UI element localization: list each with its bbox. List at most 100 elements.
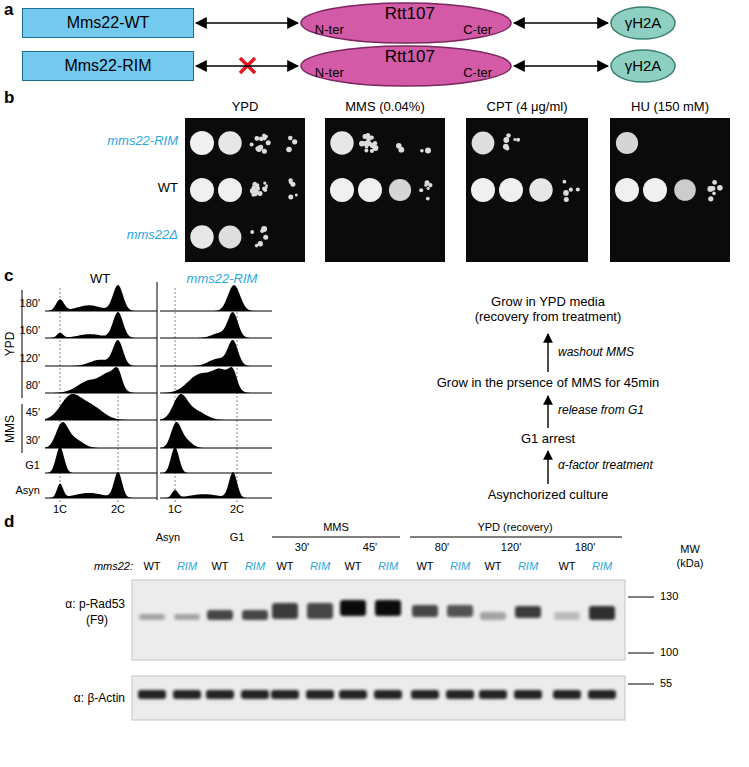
treatment-header: HU (150 mM) (631, 100, 709, 115)
protein-ellipse: N-terRtt107C-ter (300, 2, 512, 44)
condition-label: YPD (recovery) (477, 521, 552, 534)
node-text: γH2A (625, 15, 662, 32)
lane-label: WT (211, 560, 228, 573)
histogram-baseline (160, 338, 272, 339)
condition-label: YPD (4, 332, 18, 357)
protein-box: Mms22-RIM (22, 51, 194, 81)
histogram-baseline (160, 448, 272, 449)
rad53-band (515, 606, 541, 618)
step-arrow (547, 396, 548, 428)
yeast-colony (255, 146, 259, 150)
yeast-spot (499, 178, 523, 202)
yeast-colony (366, 133, 370, 137)
histogram (160, 472, 272, 498)
lane-label: RIM (378, 560, 398, 573)
interaction-arrow (514, 65, 608, 67)
rad53-band (207, 610, 233, 620)
actin-band (411, 690, 439, 699)
cross-stroke (240, 58, 255, 73)
ellipse-shape (611, 50, 675, 82)
histogram (160, 394, 272, 420)
histogram (45, 394, 157, 420)
histogram (160, 312, 272, 338)
yeast-colony (262, 187, 266, 191)
protocol-step: α-factor treatment (558, 459, 653, 473)
histogram (160, 285, 272, 311)
node-text: Mms22-RIM (64, 57, 151, 75)
yeast-spot (529, 178, 552, 201)
condition-label: MMS (4, 415, 18, 443)
plate-image (185, 118, 305, 262)
panel-letter: a (4, 0, 13, 20)
node-text: C-ter (463, 23, 492, 37)
panel-letter: d (4, 512, 14, 532)
histogram-baseline (45, 473, 157, 474)
yeast-colony (295, 194, 298, 197)
protocol-step: washout MMS (558, 346, 634, 360)
lane-label: WT (344, 560, 361, 573)
protocol-step: release from G1 (558, 404, 644, 418)
yeast-spot (218, 178, 242, 202)
condition-label: G1 (230, 531, 245, 544)
timepoint-label: 180' (575, 541, 595, 554)
timepoint-label: 120' (20, 352, 40, 365)
histogram-baseline (160, 420, 272, 421)
interaction-arrow (514, 22, 608, 24)
condition-line (410, 537, 622, 538)
yeast-colony (250, 143, 254, 147)
yeast-spot (190, 131, 214, 155)
actin-band (306, 690, 334, 699)
yeast-spot (472, 132, 495, 155)
rad53-band (554, 612, 580, 620)
rad53-band (272, 603, 298, 619)
histogram (45, 447, 157, 473)
cross-stroke (240, 58, 255, 73)
lane-label: WT (558, 560, 575, 573)
actin-band (206, 690, 234, 699)
yeast-colony (425, 148, 431, 154)
yeast-colony (712, 180, 717, 185)
node-text: Mms22-WT (67, 14, 150, 32)
blot-membrane (132, 580, 625, 660)
ellipse-shape (611, 7, 675, 39)
ellipse-shape (301, 3, 511, 43)
treatment-header: CPT (4 μg/ml) (487, 100, 568, 115)
protocol-step: Grow in YPD media (recovery from treatme… (463, 295, 633, 325)
actin-band (374, 690, 402, 699)
histogram-baseline (45, 420, 157, 421)
marker-tick (628, 653, 654, 654)
yeast-colony (253, 182, 257, 186)
yeast-colony (711, 186, 716, 191)
timepoint-label: 120' (501, 541, 521, 554)
yeast-spot (615, 178, 639, 202)
yeast-colony (366, 143, 369, 146)
protein-box: Mms22-WT (22, 8, 194, 38)
timepoint-label: 80' (435, 541, 449, 554)
panel-letter: c (4, 266, 13, 286)
marker-tick (628, 684, 654, 685)
yeast-colony (419, 188, 423, 192)
histogram-baseline (45, 498, 157, 499)
axis-label: 1C (53, 503, 67, 516)
yeast-colony (503, 144, 509, 150)
protocol-step: G1 arrest (521, 432, 575, 447)
yeast-colony (250, 230, 254, 234)
blot-membrane (132, 676, 625, 720)
yeast-colony (426, 197, 430, 201)
lane-label: RIM (245, 560, 265, 573)
yeast-colony (256, 146, 262, 152)
lane-label: RIM (177, 560, 197, 573)
strain-header: WT (90, 272, 110, 287)
lane-label: WT (416, 560, 433, 573)
yeast-colony (564, 197, 569, 202)
histogram (160, 340, 272, 366)
lane-label: RIM (310, 560, 330, 573)
marker-label: (kDa) (677, 557, 704, 570)
histogram-baseline (160, 366, 272, 367)
protocol-arrows (547, 334, 548, 484)
rad53-band (340, 600, 366, 616)
plate-image (325, 118, 445, 262)
marker-label: 55 (660, 677, 672, 690)
marker-label: 100 (660, 646, 678, 659)
yeast-colony (286, 147, 292, 153)
